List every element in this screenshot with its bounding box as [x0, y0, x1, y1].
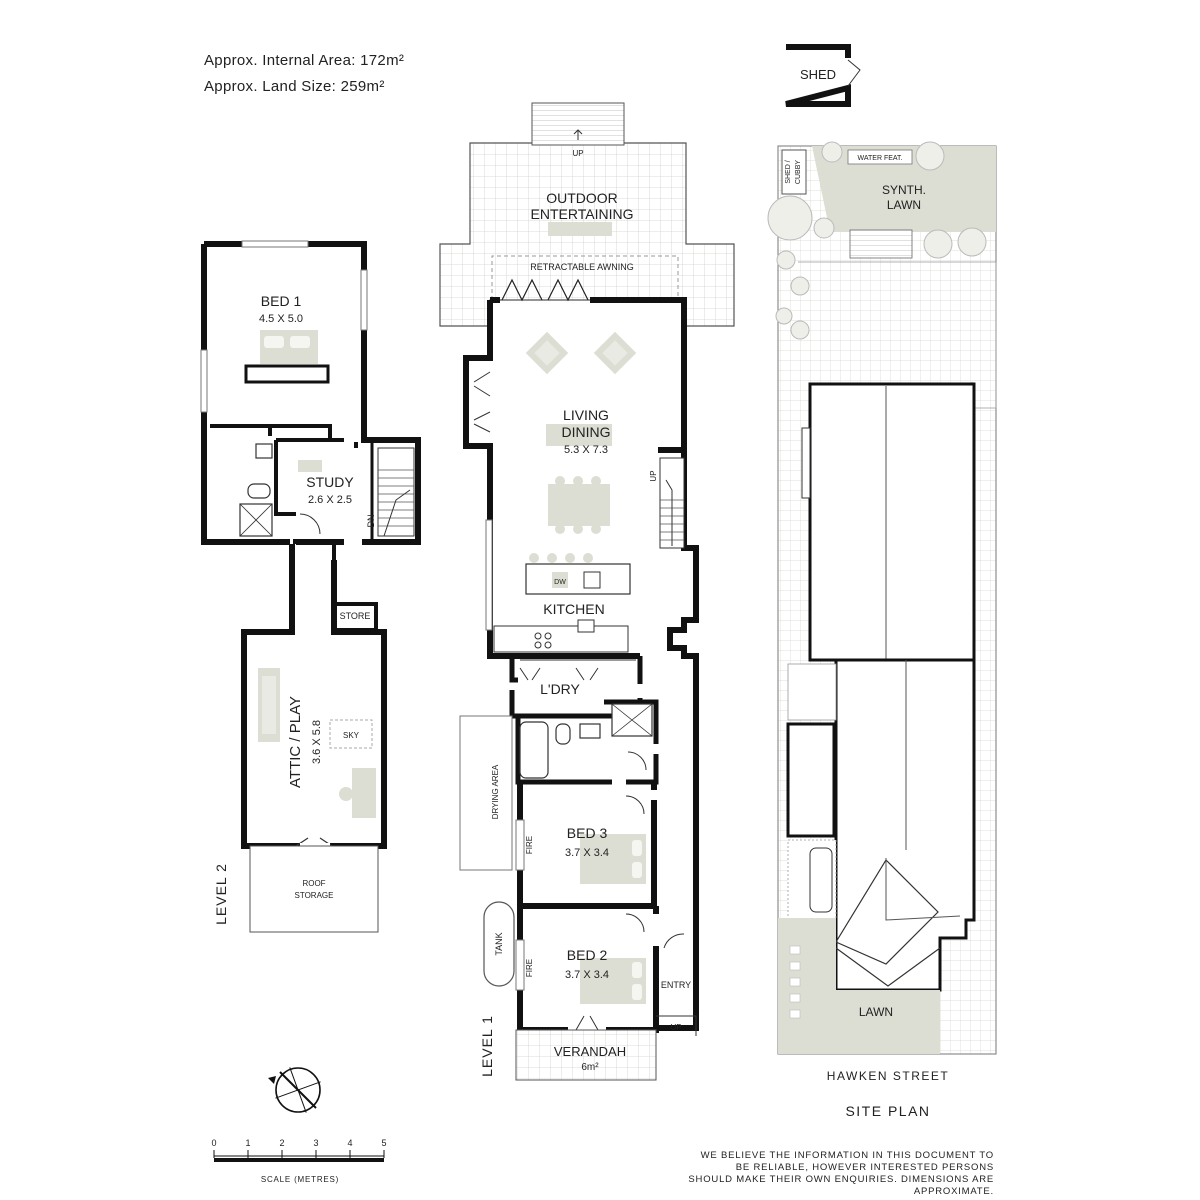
- living-label-1: LIVING: [563, 407, 609, 423]
- roof-storage-label-2: STORAGE: [295, 891, 334, 900]
- synth-lawn-label-1: SYNTH.: [882, 183, 926, 197]
- house-roof-rear: [808, 382, 976, 662]
- store-label: STORE: [340, 611, 371, 621]
- bed1-dims: 4.5 X 5.0: [259, 313, 303, 325]
- skylight: [329, 719, 373, 749]
- lawn-label: LAWN: [859, 1005, 893, 1019]
- shed-cubby-label-1: SHED /: [785, 160, 792, 183]
- site-plan-title: SITE PLAN: [845, 1103, 930, 1119]
- scale-bar: [213, 1150, 385, 1162]
- kitchen-label: KITCHEN: [543, 601, 604, 617]
- bed3-dims: 3.7 X 3.4: [565, 847, 609, 859]
- level-1-plan: [439, 102, 735, 1081]
- shed: [785, 44, 851, 107]
- verandah-label: VERANDAH: [554, 1044, 626, 1059]
- laundry-label: L'DRY: [540, 681, 580, 697]
- bed1-walls: [204, 241, 421, 545]
- dw-label: DW: [554, 579, 566, 586]
- scale-tick-0: 0: [211, 1138, 216, 1148]
- site-plan: [767, 44, 997, 1055]
- bed2-dims: 3.7 X 3.4: [565, 969, 609, 981]
- living-label-2: DINING: [562, 424, 611, 440]
- dining-table: [548, 484, 610, 526]
- scale-tick-1: 1: [245, 1138, 250, 1148]
- awning-label: RETRACTABLE AWNING: [530, 262, 634, 272]
- scale-tick-3: 3: [313, 1138, 318, 1148]
- street-label: HAWKEN STREET: [827, 1069, 949, 1083]
- shed-cubby-label-2: CUBBY: [795, 160, 802, 184]
- outdoor-label-2: ENTERTAINING: [531, 206, 634, 222]
- outdoor-up-label: UP: [572, 149, 583, 158]
- verandah-area: 6m²: [581, 1062, 599, 1073]
- drying-label: DRYING AREA: [491, 764, 500, 819]
- tank-label: TANK: [494, 932, 504, 955]
- bed1-label: BED 1: [261, 293, 302, 309]
- living-dims: 5.3 X 7.3: [564, 444, 608, 456]
- scale-tick-4: 4: [347, 1138, 352, 1148]
- shed-label: SHED: [800, 67, 836, 82]
- entry-up-label: UP: [670, 1023, 681, 1032]
- water-tank: [483, 901, 515, 987]
- verandah: [515, 1029, 657, 1081]
- scale-tick-5: 5: [381, 1138, 386, 1148]
- level2-label: LEVEL 2: [213, 863, 229, 925]
- synth-lawn-label-2: LAWN: [887, 198, 921, 212]
- front-lawn: [778, 918, 940, 1054]
- roof-storage-label-1: ROOF: [302, 879, 325, 888]
- internal-area-text: Approx. Internal Area: 172m²: [204, 52, 405, 69]
- scale-label: SCALE (METRES): [261, 1175, 339, 1184]
- entry-label: ENTRY: [661, 980, 691, 990]
- study-label: STUDY: [306, 474, 354, 490]
- compass-icon: [268, 1067, 321, 1113]
- bed2-label: BED 2: [567, 947, 608, 963]
- scale-tick-2: 2: [279, 1138, 284, 1148]
- study-dims: 2.6 X 2.5: [308, 494, 352, 506]
- attic-label: ATTIC / PLAY: [287, 696, 304, 788]
- stair-dn-label: DN: [366, 515, 376, 528]
- drying-area: [459, 715, 513, 871]
- land-size-text: Approx. Land Size: 259m²: [204, 78, 385, 95]
- water-feature-label: WATER FEAT.: [858, 155, 903, 162]
- level-2-plan: [200, 240, 421, 933]
- skylight-label: SKY: [343, 731, 360, 740]
- fire-label-2: FIRE: [525, 959, 534, 977]
- level1-label: LEVEL 1: [479, 1015, 495, 1077]
- kitchen-island: [525, 563, 631, 595]
- fire-label-1: FIRE: [525, 836, 534, 854]
- disclaimer-text: WE BELIEVE THE INFORMATION IN THIS DOCUM…: [688, 1150, 994, 1197]
- bed3-label: BED 3: [567, 825, 608, 841]
- outdoor-label-1: OUTDOOR: [546, 190, 618, 206]
- attic-dims: 3.6 X 5.8: [311, 720, 323, 764]
- synth-lawn: [812, 146, 996, 248]
- stair-up-label: UP: [649, 470, 658, 481]
- roof-storage: [249, 845, 379, 933]
